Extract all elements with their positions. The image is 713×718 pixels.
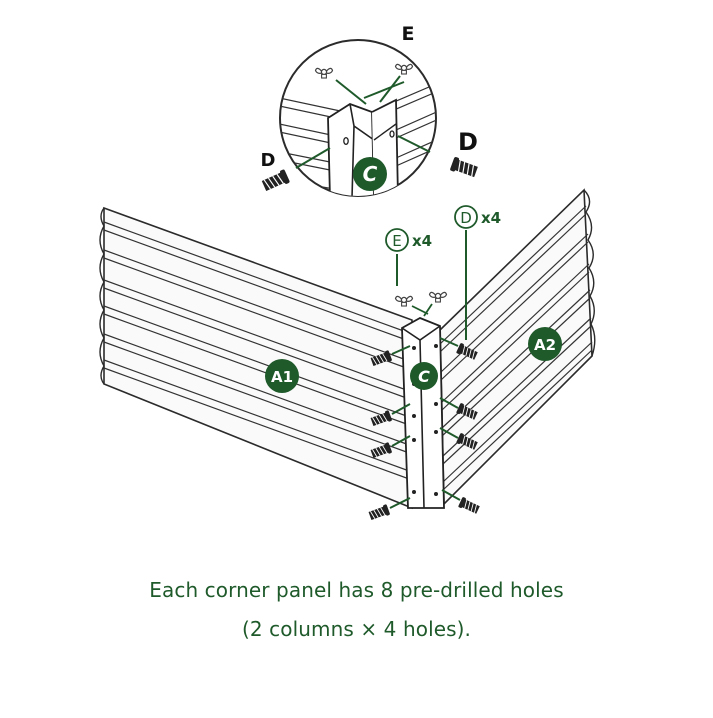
detail-label-d-right: D	[458, 128, 478, 156]
bolt-icon	[260, 168, 291, 194]
detail-inset: C	[279, 39, 437, 197]
detail-label-d-left: D	[261, 150, 276, 171]
caption-line-2: (2 columns × 4 holes).	[241, 617, 472, 641]
bolts-right	[439, 337, 481, 516]
callout-d-qty: x4	[481, 209, 501, 227]
bolt-icon	[367, 503, 391, 522]
badge-c: C	[410, 362, 438, 390]
detail-badge-c-label: C	[363, 162, 378, 186]
detail-label-e: E	[402, 23, 415, 45]
callout-e-qty: x4	[412, 232, 432, 250]
badge-a1-label: A1	[271, 368, 293, 386]
badge-a2: A2	[528, 327, 562, 361]
bolt-icon	[449, 155, 480, 180]
wing-nut-icon	[428, 291, 448, 303]
callout-e-letter: E	[392, 232, 401, 250]
bolts-left	[367, 345, 411, 522]
callout-e: E x4	[385, 228, 432, 286]
badge-a1: A1	[265, 359, 299, 393]
callout-d-letter: D	[460, 209, 472, 227]
detail-badge-c	[353, 157, 387, 191]
badge-a2-label: A2	[534, 336, 556, 354]
bolt-icon	[457, 496, 481, 516]
badge-c-label: C	[418, 367, 430, 386]
callout-d: D x4	[454, 205, 501, 340]
caption-line-1: Each corner panel has 8 pre-drilled hole…	[149, 578, 564, 602]
wing-nut-icon	[394, 295, 414, 307]
panel-a1	[99, 206, 413, 510]
